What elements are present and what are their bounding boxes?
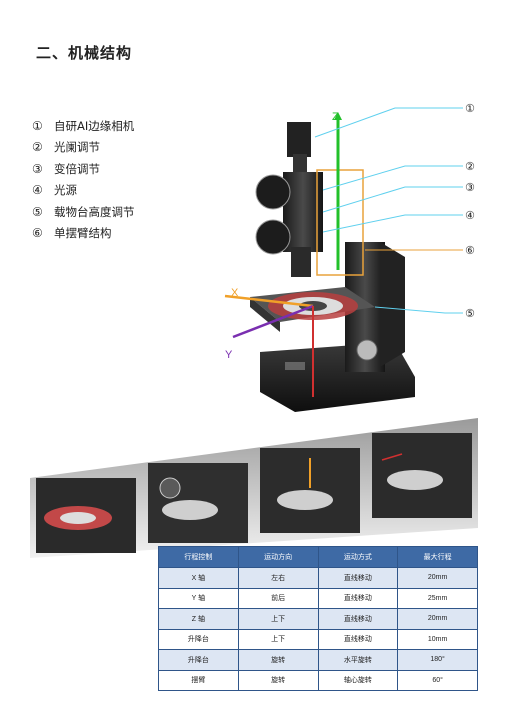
detail-photo (260, 448, 360, 533)
callout-4: ④ (465, 209, 475, 222)
x-axis-label: X (231, 287, 239, 299)
callout-5: ⑤ (465, 307, 475, 320)
column-header: 运动方式 (317, 546, 399, 568)
z-axis-label: Z (332, 111, 339, 123)
detail-photo (36, 478, 136, 553)
detail-photo (148, 463, 248, 543)
y-axis-label: Y (225, 349, 233, 361)
callout-6: ⑥ (465, 244, 475, 257)
column-header: 行程控制 (158, 546, 239, 568)
callout-3: ③ (465, 181, 475, 194)
column-header: 运动方向 (237, 546, 319, 568)
table-header-row: 行程控制 运动方向 运动方式 最大行程 (158, 546, 478, 568)
page-title: 二、机械结构 (36, 44, 133, 62)
column-header: 最大行程 (397, 546, 478, 568)
callout-2: ② (465, 160, 475, 173)
microscope-illustration: Z X Y ① ② ③ ④ ⑥ ⑤ (224, 102, 475, 412)
callout-1: ① (465, 102, 475, 115)
detail-photo (372, 433, 472, 518)
detail-photo-strip (30, 418, 478, 558)
